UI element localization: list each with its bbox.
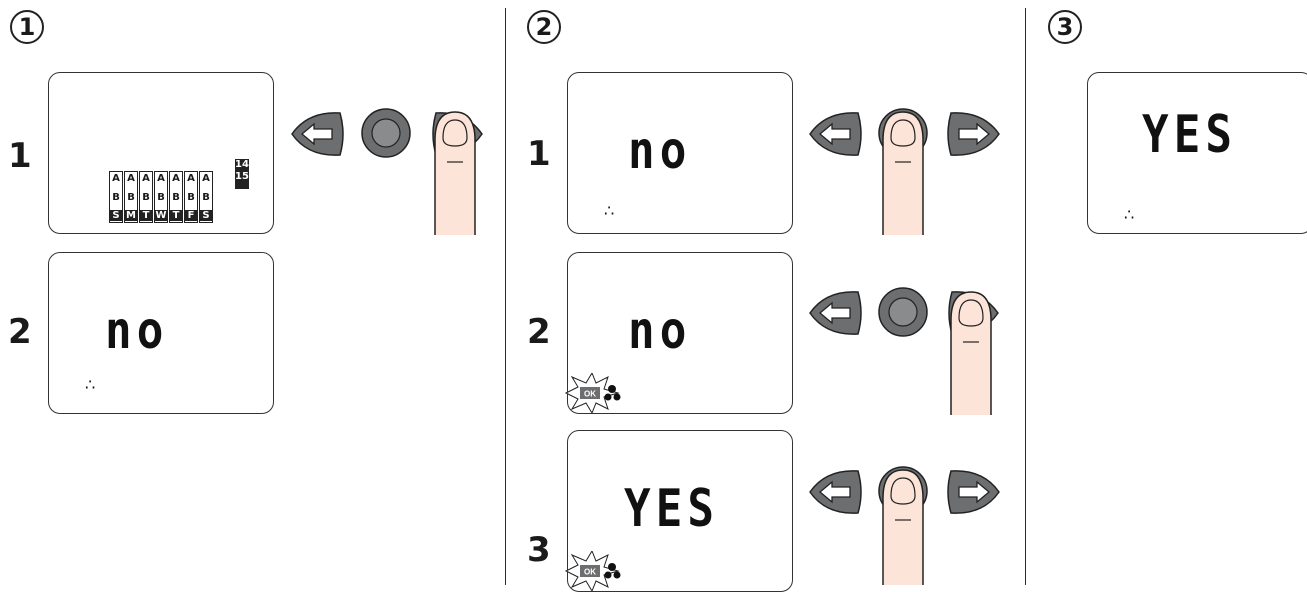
finger-press-icon [950, 291, 992, 415]
left-arrow-button-icon [809, 470, 862, 514]
left-arrow-button-icon [809, 112, 862, 156]
ok-button-icon [878, 287, 928, 337]
lcd-text: YES [1142, 105, 1238, 165]
row-number: 3 [527, 530, 551, 570]
lcd-text: no [105, 301, 169, 361]
row-number: 1 [8, 136, 32, 176]
right-arrow-button-icon [947, 470, 1000, 514]
lcd-text: YES [624, 479, 720, 539]
lcd-display: no ∴ [48, 252, 274, 414]
water-drops-icon: ∴ [604, 201, 615, 220]
lcd-text: no [628, 121, 692, 181]
finger-press-icon [882, 111, 924, 235]
ok-label: OK [584, 390, 596, 399]
lcd-display: no OK [564, 252, 793, 414]
lcd-display: no ∴ [567, 72, 793, 234]
panel-divider-2 [1025, 8, 1026, 585]
ok-label: OK [584, 568, 596, 577]
ok-watering-burst-icon: OK [564, 373, 621, 413]
left-arrow-button-icon [291, 112, 344, 156]
step-number-2: 2 [527, 10, 561, 44]
panel-divider-1 [505, 8, 506, 585]
lcd-display: YES ∴ [1087, 72, 1307, 234]
step-number-3: 3 [1048, 10, 1082, 44]
left-arrow-button-icon [809, 291, 862, 335]
row-number: 2 [527, 312, 551, 352]
lcd-text: no [628, 301, 692, 361]
ok-watering-burst-icon: OK [564, 551, 621, 591]
water-drops-icon: ∴ [1124, 205, 1135, 224]
finger-press-icon [434, 111, 476, 235]
finger-press-icon [882, 469, 924, 585]
ok-button-icon [361, 108, 411, 158]
water-drops-icon: ∴ [85, 375, 96, 394]
step-number-1: 1 [10, 10, 44, 44]
row-number: 2 [8, 312, 32, 352]
row-number: 1 [527, 134, 551, 174]
right-arrow-button-icon [947, 112, 1000, 156]
lcd-display: YES OK [564, 430, 793, 592]
